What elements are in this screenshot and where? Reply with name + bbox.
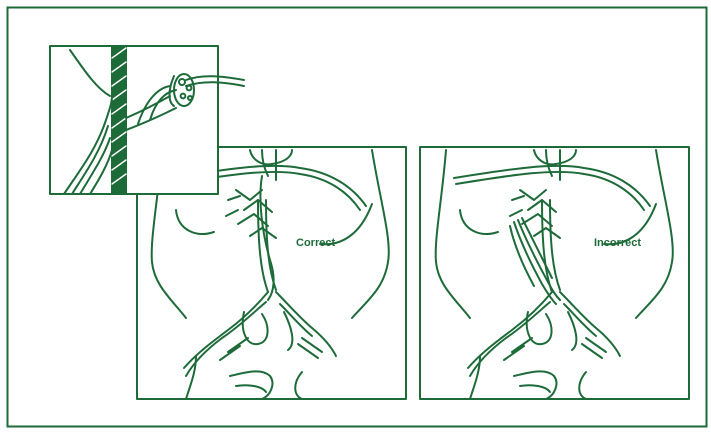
inset-frame (50, 46, 218, 194)
panel-incorrect (420, 147, 689, 399)
label-incorrect: Incorrect (594, 237, 641, 249)
inset-catheter-detail (50, 46, 244, 194)
label-correct: Correct (296, 237, 335, 249)
heart-vessels (236, 190, 276, 238)
